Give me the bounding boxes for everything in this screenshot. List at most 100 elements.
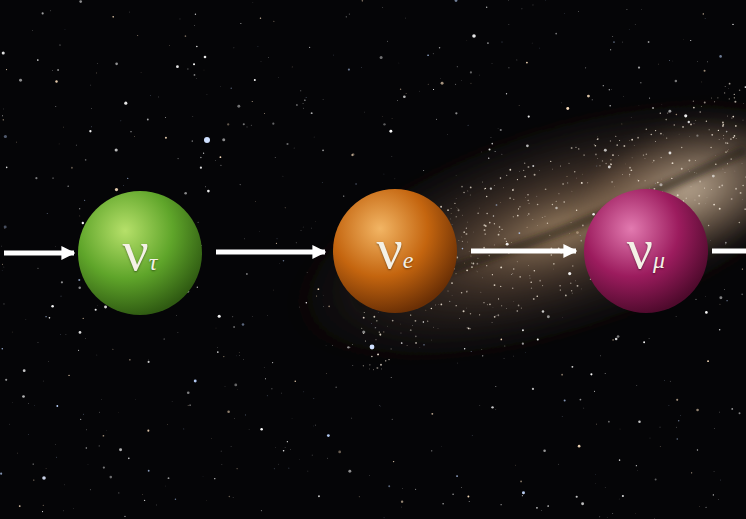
star	[379, 333, 381, 335]
star	[606, 516, 608, 518]
star	[309, 47, 310, 48]
star	[626, 9, 627, 10]
star	[457, 362, 459, 364]
star	[481, 349, 483, 351]
star	[232, 316, 234, 318]
star	[718, 499, 720, 501]
star	[311, 454, 313, 456]
star	[187, 68, 188, 69]
star	[636, 465, 637, 466]
star	[477, 263, 479, 265]
star	[648, 338, 650, 340]
star	[622, 174, 624, 176]
star	[42, 504, 44, 506]
star	[383, 331, 384, 332]
star	[724, 172, 726, 174]
star	[532, 219, 534, 221]
star	[727, 115, 728, 116]
star	[380, 56, 383, 59]
star	[147, 119, 149, 121]
star	[622, 495, 624, 497]
star	[436, 118, 438, 120]
star	[299, 459, 301, 461]
star	[316, 295, 317, 296]
star	[705, 311, 708, 314]
star	[371, 356, 373, 358]
star	[400, 89, 401, 90]
star	[1, 263, 3, 265]
star	[317, 288, 319, 290]
star	[392, 419, 393, 420]
star	[581, 182, 583, 184]
star	[466, 291, 468, 293]
star	[457, 66, 458, 67]
star	[577, 285, 579, 287]
star	[719, 208, 721, 210]
star	[499, 226, 501, 228]
star	[224, 385, 226, 387]
star	[501, 229, 502, 230]
star	[537, 295, 538, 296]
star	[458, 240, 460, 242]
star	[281, 392, 283, 394]
star	[391, 348, 392, 349]
star	[144, 500, 145, 501]
star	[539, 280, 541, 282]
star	[500, 266, 502, 268]
star	[741, 163, 743, 165]
star	[255, 201, 257, 203]
star	[440, 445, 442, 447]
star	[16, 141, 18, 143]
star	[506, 175, 507, 176]
star	[697, 449, 698, 450]
star	[230, 88, 231, 89]
star	[501, 154, 502, 155]
star	[96, 354, 98, 356]
star	[486, 196, 487, 197]
star	[288, 467, 290, 469]
star	[725, 142, 727, 144]
star	[560, 289, 561, 290]
star	[195, 78, 197, 80]
star	[306, 302, 307, 303]
star	[617, 335, 620, 338]
star	[95, 309, 97, 311]
star	[532, 165, 534, 167]
star	[328, 305, 330, 307]
star	[112, 16, 114, 18]
star	[735, 188, 737, 190]
outgoing-line	[712, 249, 746, 254]
star	[513, 188, 515, 190]
star	[449, 301, 450, 302]
star	[455, 175, 457, 177]
star	[552, 168, 554, 170]
star	[382, 116, 384, 118]
star	[699, 181, 701, 183]
star	[450, 213, 452, 215]
star	[722, 122, 724, 124]
star	[649, 98, 650, 99]
star	[361, 66, 363, 68]
star	[466, 269, 468, 271]
star	[450, 208, 452, 210]
star	[729, 83, 731, 85]
star	[610, 159, 612, 161]
star	[304, 100, 305, 101]
star	[71, 167, 73, 169]
star	[97, 305, 99, 307]
star	[248, 428, 250, 430]
star	[503, 358, 505, 360]
star	[508, 253, 509, 254]
star	[645, 180, 646, 181]
star	[327, 434, 330, 437]
star	[552, 250, 553, 251]
star	[655, 141, 657, 143]
star	[694, 172, 696, 174]
star	[516, 261, 518, 263]
star	[6, 167, 8, 169]
star	[118, 492, 119, 493]
star	[506, 243, 509, 246]
star	[374, 327, 376, 329]
star	[130, 131, 131, 132]
